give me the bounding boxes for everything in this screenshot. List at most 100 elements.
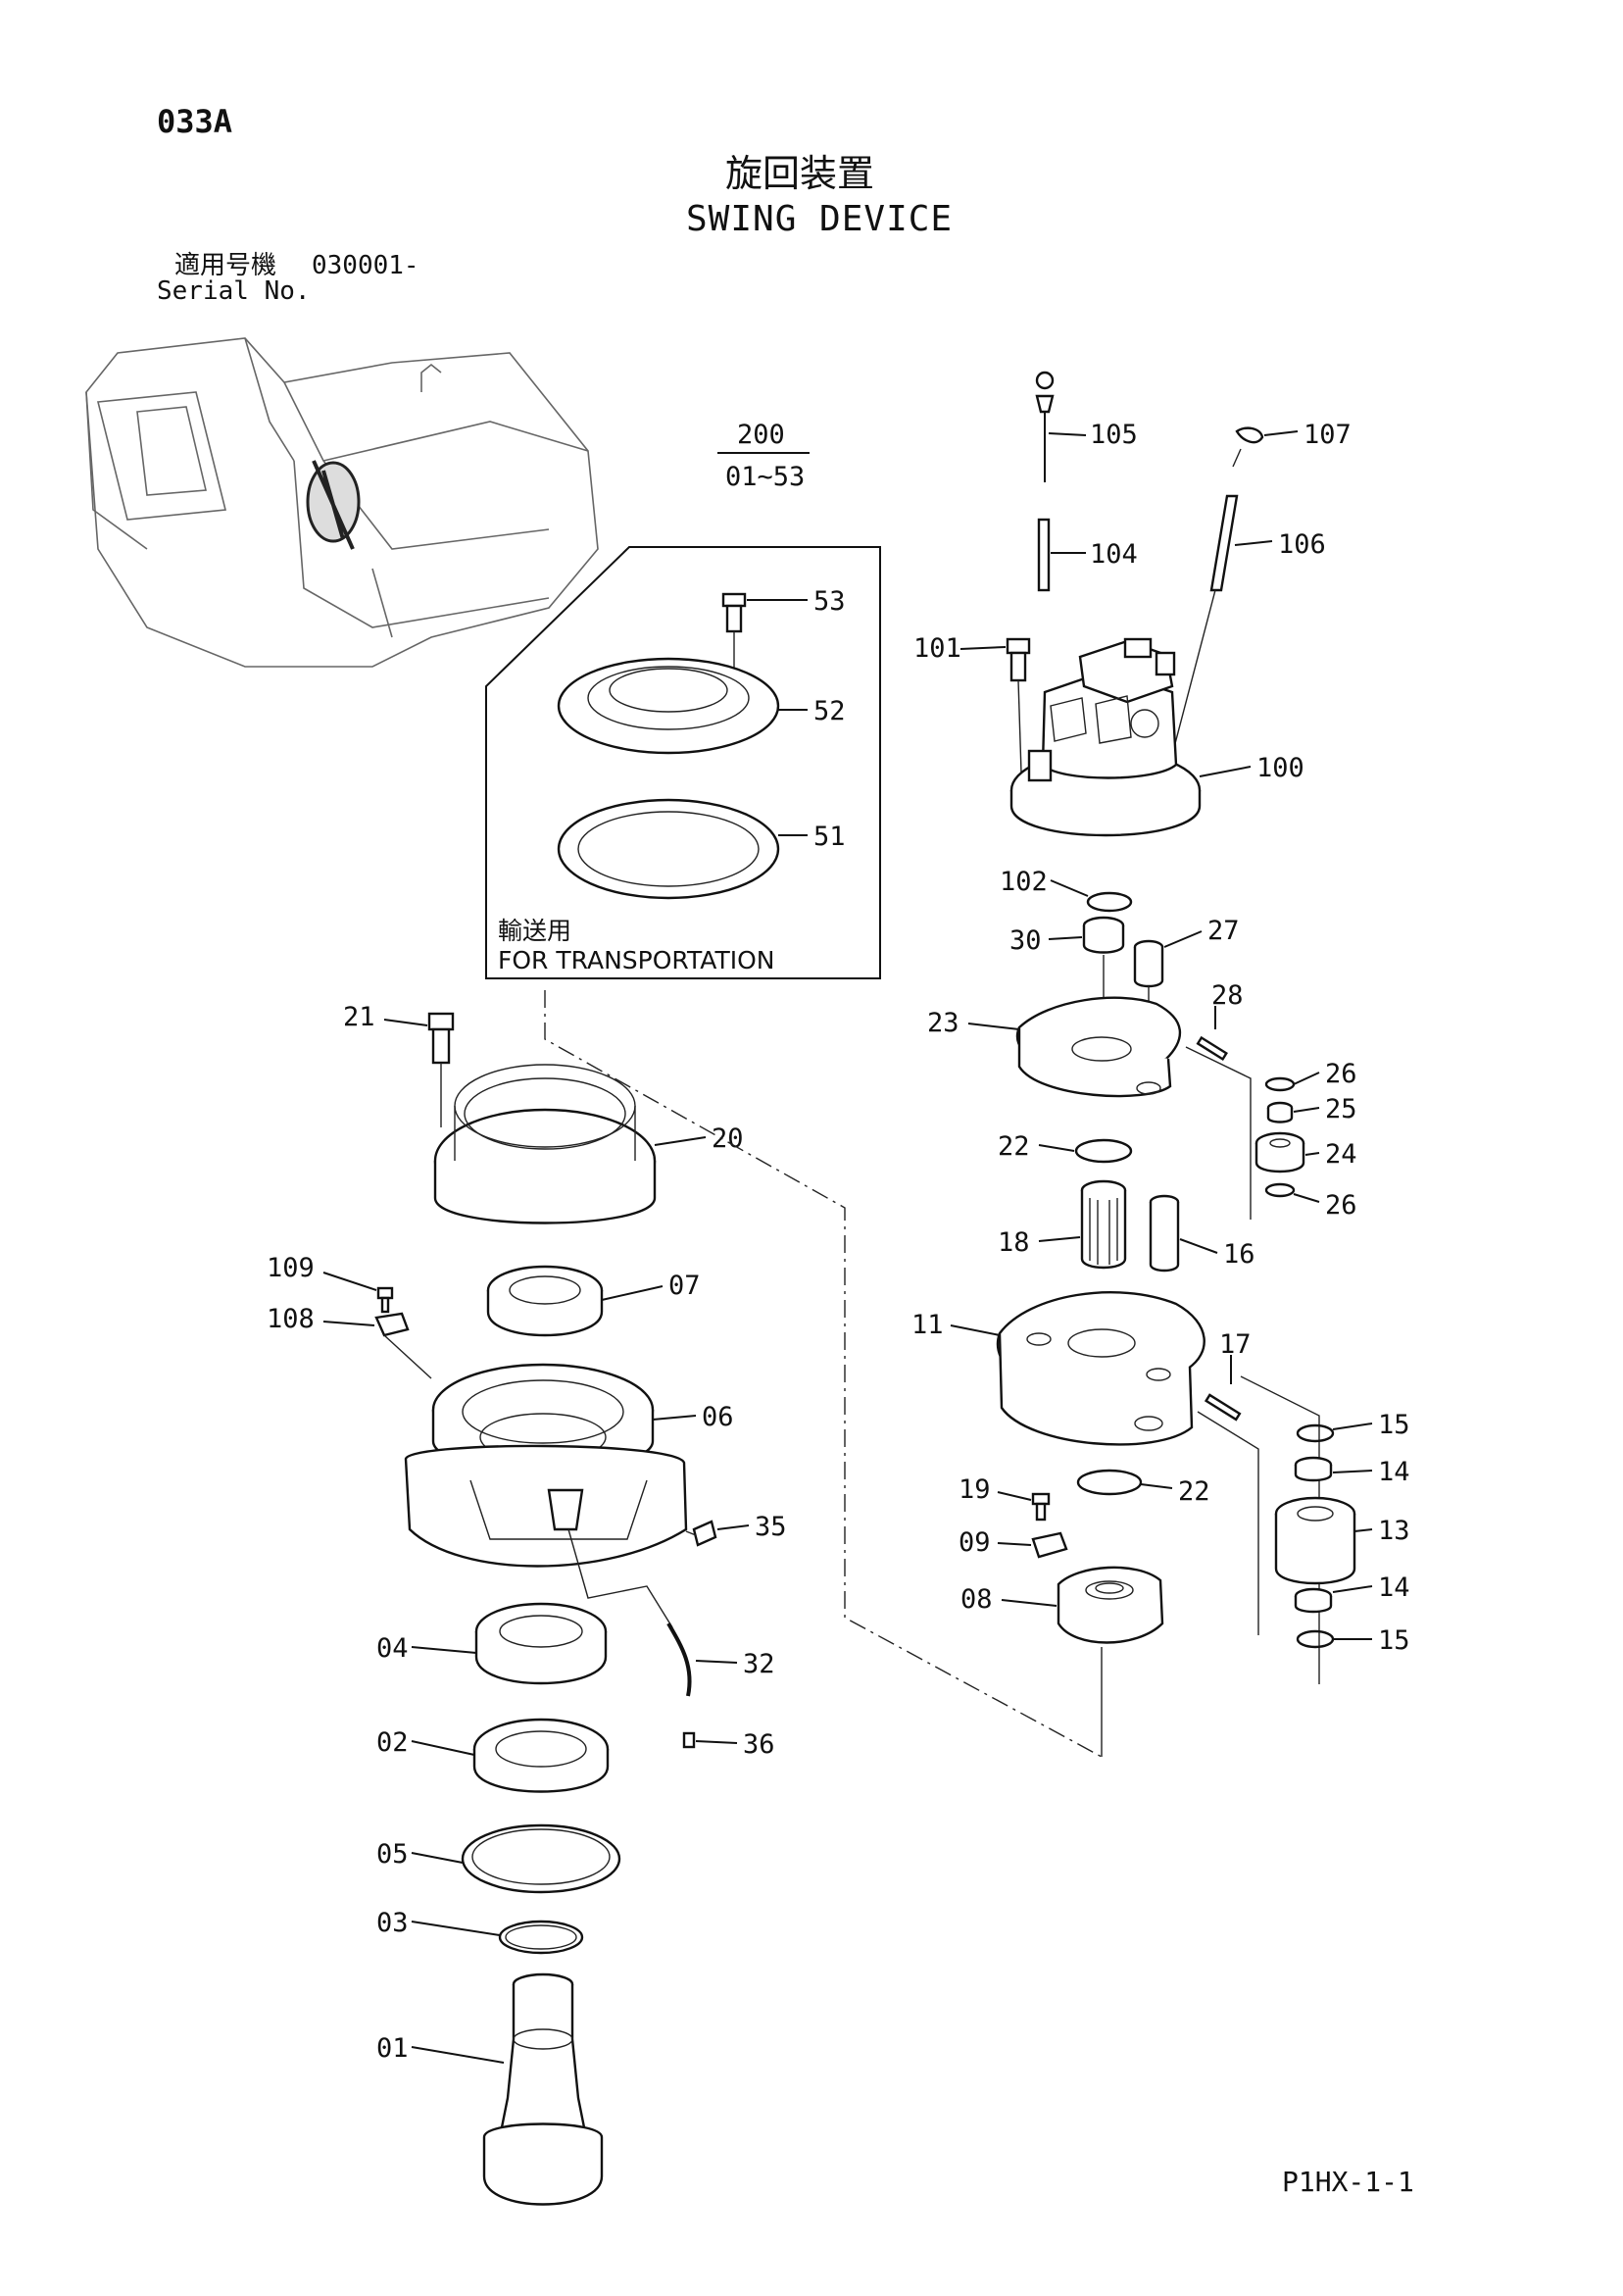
excavator-locator-icon xyxy=(85,337,599,668)
part-02-seal xyxy=(472,1718,610,1793)
part-106-pipe xyxy=(1171,494,1239,756)
part-24-planet-gear xyxy=(1254,1131,1305,1173)
part-21-bolt xyxy=(427,1012,455,1127)
page-reference: P1HX-1-1 xyxy=(1282,2166,1414,2198)
page-code: 033A xyxy=(157,103,233,140)
callout-08: 08 xyxy=(960,1584,993,1615)
part-05-ring xyxy=(461,1823,621,1894)
part-25-bearing xyxy=(1266,1101,1294,1123)
callout-36: 36 xyxy=(743,1729,775,1760)
serial-label-english: Serial No. xyxy=(157,276,311,306)
callout-26-a: 26 xyxy=(1325,1059,1357,1089)
part-19-screw xyxy=(1031,1492,1051,1522)
part-14-bearing-a xyxy=(1294,1456,1333,1482)
callout-05: 05 xyxy=(376,1839,409,1870)
transportation-kit-box: 輸送用 FOR TRANSPORTATION xyxy=(485,546,881,979)
part-22-o-ring-b xyxy=(1076,1469,1143,1496)
callout-14-b: 14 xyxy=(1378,1572,1410,1603)
part-17-pin xyxy=(1204,1393,1242,1422)
part-105-level-gauge xyxy=(1035,371,1055,482)
part-23-carrier xyxy=(1015,996,1181,1098)
callout-22-b: 22 xyxy=(1178,1476,1210,1507)
callout-13: 13 xyxy=(1378,1516,1410,1546)
callout-20: 20 xyxy=(712,1123,744,1154)
title-japanese: 旋回装置 xyxy=(725,152,875,195)
callout-102: 102 xyxy=(1000,867,1048,897)
part-08-gear xyxy=(1057,1566,1164,1644)
part-18-sun-gear xyxy=(1080,1179,1127,1270)
callout-16: 16 xyxy=(1223,1239,1255,1270)
callout-17: 17 xyxy=(1219,1329,1252,1360)
callout-28: 28 xyxy=(1211,980,1244,1011)
part-32-hose xyxy=(567,1528,692,1697)
callout-02: 02 xyxy=(376,1727,409,1758)
callout-35: 35 xyxy=(755,1512,787,1542)
callout-04: 04 xyxy=(376,1633,409,1664)
part-26-washer-b xyxy=(1264,1182,1296,1198)
part-04-bearing xyxy=(474,1602,608,1685)
callout-11: 11 xyxy=(911,1310,944,1340)
part-06-housing xyxy=(404,1363,688,1568)
callout-25: 25 xyxy=(1325,1094,1357,1124)
callout-03: 03 xyxy=(376,1908,409,1938)
callout-100: 100 xyxy=(1256,753,1304,783)
part-07-bearing xyxy=(486,1265,604,1337)
callout-53: 53 xyxy=(813,586,846,617)
part-109-screw xyxy=(376,1286,394,1314)
serial-value: 030001- xyxy=(312,251,419,280)
callout-09: 09 xyxy=(959,1527,991,1558)
part-14-bearing-b xyxy=(1294,1587,1333,1614)
part-22-o-ring-a xyxy=(1074,1138,1133,1164)
part-01-shaft xyxy=(482,1972,604,2206)
title-english: SWING DEVICE xyxy=(686,199,954,239)
part-16-pin xyxy=(1149,1194,1180,1273)
part-09-plate xyxy=(1031,1531,1068,1559)
callout-52: 52 xyxy=(813,696,846,726)
group-range: 01~53 xyxy=(725,462,805,492)
callout-107: 107 xyxy=(1303,420,1352,450)
part-102-snap-ring xyxy=(1086,891,1133,913)
part-27-pin xyxy=(1133,939,1164,1047)
callout-15-a: 15 xyxy=(1378,1410,1410,1440)
transport-label-english: FOR TRANSPORTATION xyxy=(498,946,775,974)
callout-22-a: 22 xyxy=(998,1131,1030,1162)
callout-106: 106 xyxy=(1278,529,1326,560)
callout-15-b: 15 xyxy=(1378,1625,1410,1656)
part-108-plate xyxy=(374,1312,410,1337)
serial-label-japanese: 適用号機 xyxy=(174,251,277,280)
callout-01: 01 xyxy=(376,2033,409,2064)
part-13-planet-gear xyxy=(1274,1496,1356,1585)
callout-07: 07 xyxy=(668,1271,701,1301)
part-15-ring-a xyxy=(1296,1423,1335,1443)
part-15-ring-b xyxy=(1296,1629,1335,1649)
transport-label-japanese: 輸送用 xyxy=(498,917,571,945)
part-28-pin xyxy=(1196,1035,1228,1061)
part-03-o-ring xyxy=(498,1920,584,1955)
part-11-carrier xyxy=(996,1291,1205,1446)
part-104-pipe xyxy=(1037,518,1051,592)
callout-101: 101 xyxy=(913,633,961,664)
callout-51: 51 xyxy=(813,822,846,852)
callout-26-b: 26 xyxy=(1325,1190,1357,1221)
callout-104: 104 xyxy=(1090,539,1138,570)
part-30-gear xyxy=(1082,916,1125,1010)
callout-30: 30 xyxy=(1009,925,1042,956)
part-107-cap xyxy=(1232,426,1264,468)
callout-18: 18 xyxy=(998,1227,1030,1258)
callout-21: 21 xyxy=(343,1002,375,1032)
group-number: 200 xyxy=(737,420,785,450)
callout-105: 105 xyxy=(1090,420,1138,450)
part-36-plug xyxy=(682,1731,696,1749)
callout-32: 32 xyxy=(743,1649,775,1679)
part-20-ring-gear xyxy=(433,1064,657,1224)
callout-23: 23 xyxy=(927,1008,959,1038)
callout-27: 27 xyxy=(1207,916,1240,946)
callout-108: 108 xyxy=(267,1304,315,1334)
part-100-swing-motor xyxy=(1009,637,1202,837)
part-101-bolt xyxy=(1006,637,1031,774)
part-26-washer-a xyxy=(1264,1076,1296,1092)
part-35-bolt xyxy=(685,1520,717,1547)
callout-14-a: 14 xyxy=(1378,1457,1410,1487)
callout-19: 19 xyxy=(959,1474,991,1505)
